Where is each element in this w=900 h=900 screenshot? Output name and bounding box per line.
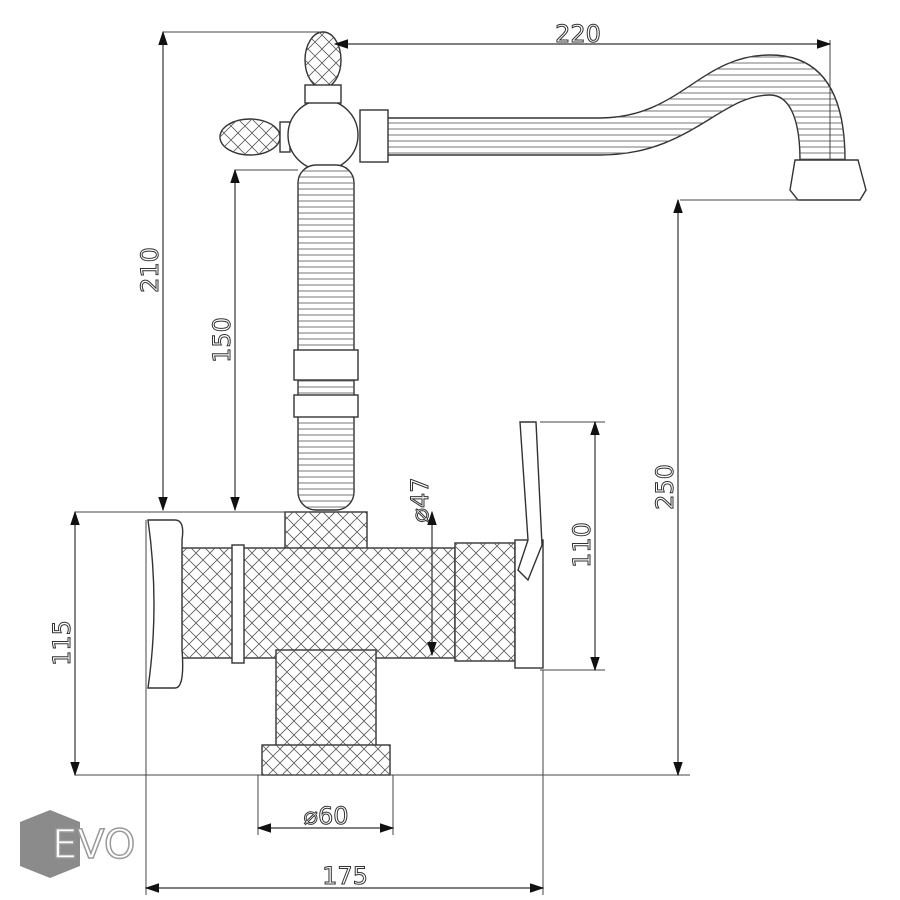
dim-label-60: ⌀60 <box>304 802 349 830</box>
dim-label-250: 250 <box>651 464 679 510</box>
dim-label-150: 150 <box>208 317 236 363</box>
extension-lines <box>75 31 831 895</box>
logo-text: EVO <box>52 822 135 868</box>
dim-label-110: 110 <box>568 522 596 568</box>
column <box>293 164 359 511</box>
dim-label-220: 220 <box>555 20 601 48</box>
aerator <box>789 159 867 201</box>
spout-collar <box>359 109 389 163</box>
left-cap <box>147 519 184 689</box>
logo-hexagon <box>20 810 80 878</box>
dim-label-210: 210 <box>136 247 164 293</box>
dim-label-175: 175 <box>322 862 368 890</box>
body <box>147 421 544 776</box>
evo-logo: EVO <box>20 810 136 878</box>
spout <box>384 54 867 201</box>
dim-label-115: 115 <box>48 620 76 666</box>
lever <box>517 421 543 582</box>
top-handle-assembly <box>219 31 389 171</box>
dim-label-47: ⌀47 <box>406 478 434 523</box>
hub <box>287 99 359 171</box>
